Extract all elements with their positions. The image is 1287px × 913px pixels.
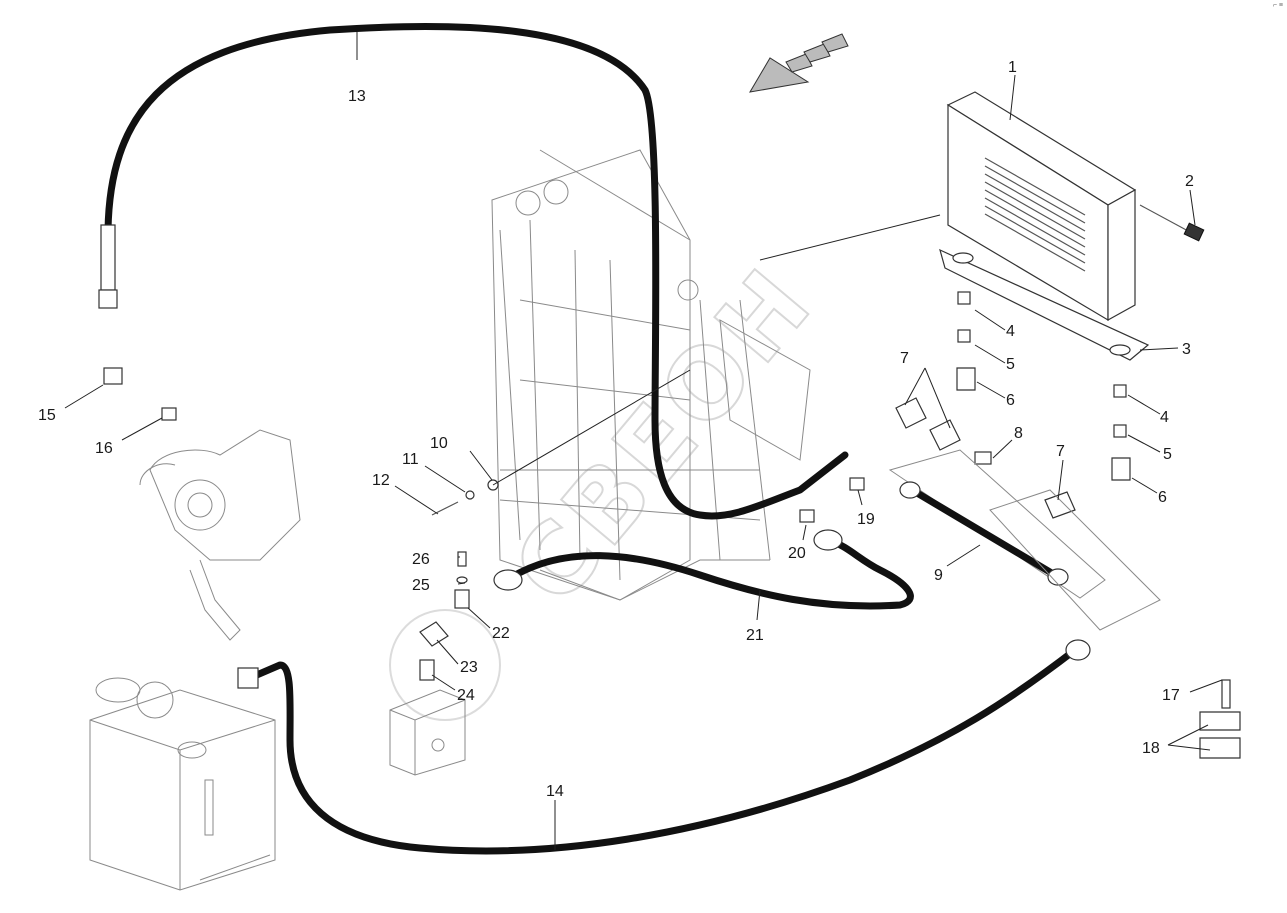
hydraulic-pump: [103, 367, 301, 641]
callout-labels: 1 2 3 4 5 6 7 8 9 10 11 12 13 14 15 16 1…: [38, 59, 1194, 800]
callout-5: 5: [1006, 356, 1015, 373]
valve-block: [389, 551, 470, 776]
callout-6: 6: [1006, 392, 1015, 409]
callout-7-right: 7: [1056, 443, 1065, 460]
callout-9: 9: [934, 567, 943, 584]
hose-14: [241, 646, 1079, 855]
watermark-seal: [389, 609, 501, 721]
leader-lines: [64, 32, 1223, 850]
oil-cooler: [939, 91, 1150, 361]
callout-10: 10: [430, 435, 448, 452]
callout-1: 1: [1008, 59, 1017, 76]
callout-11: 11: [402, 451, 419, 468]
corner-mark: ⌐ ≡: [1272, 2, 1283, 9]
callout-21: 21: [746, 627, 764, 644]
callout-13: 13: [348, 88, 366, 105]
callout-3: 3: [1182, 341, 1191, 358]
callout-8: 8: [1014, 425, 1023, 442]
callout-15: 15: [38, 407, 56, 424]
hose-21: [496, 536, 914, 610]
callout-19: 19: [857, 511, 875, 528]
callout-4-right: 4: [1160, 409, 1169, 426]
callout-5-right: 5: [1163, 446, 1172, 463]
fastener-set: [431, 369, 691, 516]
callout-23: 23: [460, 659, 478, 676]
callout-26: 26: [412, 551, 430, 568]
machine-frame: [491, 149, 811, 601]
callout-2: 2: [1185, 173, 1194, 190]
temperature-sensor: [1139, 204, 1205, 242]
callout-18: 18: [1142, 740, 1160, 757]
callout-17: 17: [1162, 687, 1180, 704]
hose-13: [104, 22, 849, 520]
hose-clamp: [1199, 679, 1241, 759]
cooler-fins: [984, 157, 1086, 272]
callout-14: 14: [546, 783, 564, 800]
callout-16: 16: [95, 440, 113, 457]
callout-7: 7: [900, 350, 909, 367]
callout-20: 20: [788, 545, 806, 562]
callout-24: 24: [457, 687, 475, 704]
callout-25: 25: [412, 577, 430, 594]
fittings-right: [799, 291, 1131, 523]
callout-4: 4: [1006, 323, 1015, 340]
callout-22: 22: [492, 625, 510, 642]
callout-6-right: 6: [1158, 489, 1167, 506]
direction-arrow: [749, 33, 849, 93]
hose-9: [888, 449, 1106, 599]
hydraulic-tank: [89, 677, 276, 891]
callout-12: 12: [372, 472, 390, 489]
